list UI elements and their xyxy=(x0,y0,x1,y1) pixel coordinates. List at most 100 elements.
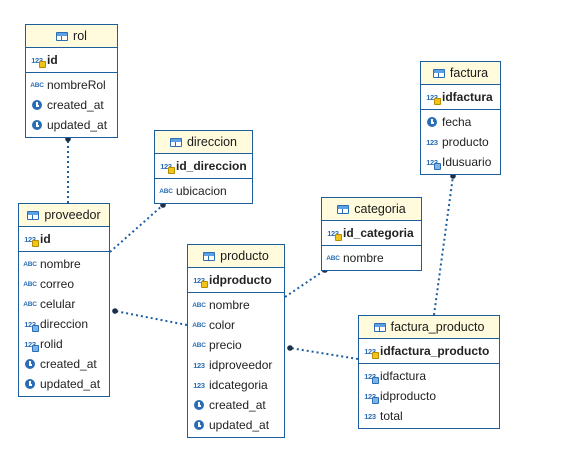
column-name: idproducto xyxy=(380,389,437,403)
column-name: idcategoria xyxy=(209,378,268,392)
integer-fk-icon: 123 xyxy=(24,339,39,352)
column-name: color xyxy=(209,318,236,332)
integer-icon: 123 xyxy=(426,137,438,147)
relation-line-producto-proveedor[interactable] xyxy=(114,310,188,326)
column-row[interactable]: updated_at xyxy=(19,374,109,394)
timestamp-icon xyxy=(30,120,44,130)
table-header[interactable]: factura xyxy=(421,62,500,85)
column-name: direccion xyxy=(40,317,89,331)
column-name: id_categoria xyxy=(343,226,414,240)
table-header[interactable]: proveedor xyxy=(19,204,109,227)
timestamp-icon xyxy=(23,359,37,369)
column-name: updated_at xyxy=(40,377,101,391)
column-name: Idusuario xyxy=(442,155,492,169)
column-row[interactable]: created_at xyxy=(26,95,117,115)
table-header[interactable]: categoria xyxy=(322,198,421,221)
column-row[interactable]: created_at xyxy=(19,354,109,374)
integer-key-icon: 123 xyxy=(193,275,208,288)
text-icon: ABC xyxy=(159,187,173,195)
table-header[interactable]: producto xyxy=(188,245,284,268)
integer-key-icon: 123 xyxy=(31,55,46,68)
column-row[interactable]: updated_at xyxy=(26,115,117,135)
relation-line-factura-producto-producto[interactable] xyxy=(289,347,359,360)
column-row[interactable]: 123 producto xyxy=(421,132,500,152)
column-name: id xyxy=(40,232,51,246)
relation-line-producto-categoria[interactable] xyxy=(284,269,326,298)
integer-icon: 123 xyxy=(193,360,205,370)
table-title: factura_producto xyxy=(390,320,485,334)
table-header[interactable]: factura_producto xyxy=(359,316,499,339)
table-icon xyxy=(203,251,216,261)
column-name: created_at xyxy=(209,398,266,412)
relation-line-factura-producto-factura[interactable] xyxy=(433,175,454,316)
column-row[interactable]: created_at xyxy=(188,395,284,415)
timestamp-icon xyxy=(425,117,439,127)
relation-line-proveedor-direccion[interactable] xyxy=(109,204,164,253)
integer-key-icon: 123 xyxy=(364,346,379,359)
column-name: correo xyxy=(40,277,75,291)
integer-icon: 123 xyxy=(364,411,376,421)
table-header[interactable]: direccion xyxy=(155,131,252,154)
column-name: total xyxy=(380,409,403,423)
column-name: producto xyxy=(442,135,489,149)
table-title: producto xyxy=(220,249,269,263)
column-name: ubicacion xyxy=(176,184,227,198)
column-name: updated_at xyxy=(47,118,108,132)
table-icon xyxy=(373,322,386,332)
table-icon xyxy=(27,210,40,220)
integer-key-icon: 123 xyxy=(160,161,175,174)
table-icon xyxy=(169,137,182,147)
text-icon: ABC xyxy=(192,301,206,309)
column-row[interactable]: 123 total xyxy=(359,406,499,426)
table-header[interactable]: rol xyxy=(26,25,117,48)
timestamp-icon xyxy=(30,100,44,110)
table-title: direccion xyxy=(186,135,238,149)
integer-fk-icon: 123 xyxy=(364,391,379,404)
column-name: celular xyxy=(40,297,76,311)
text-icon: ABC xyxy=(23,260,37,268)
integer-fk-icon: 123 xyxy=(24,319,39,332)
column-row[interactable]: updated_at xyxy=(188,415,284,435)
column-name: fecha xyxy=(442,115,472,129)
timestamp-icon xyxy=(192,400,206,410)
column-row[interactable]: fecha xyxy=(421,112,500,132)
table-title: proveedor xyxy=(44,208,101,222)
